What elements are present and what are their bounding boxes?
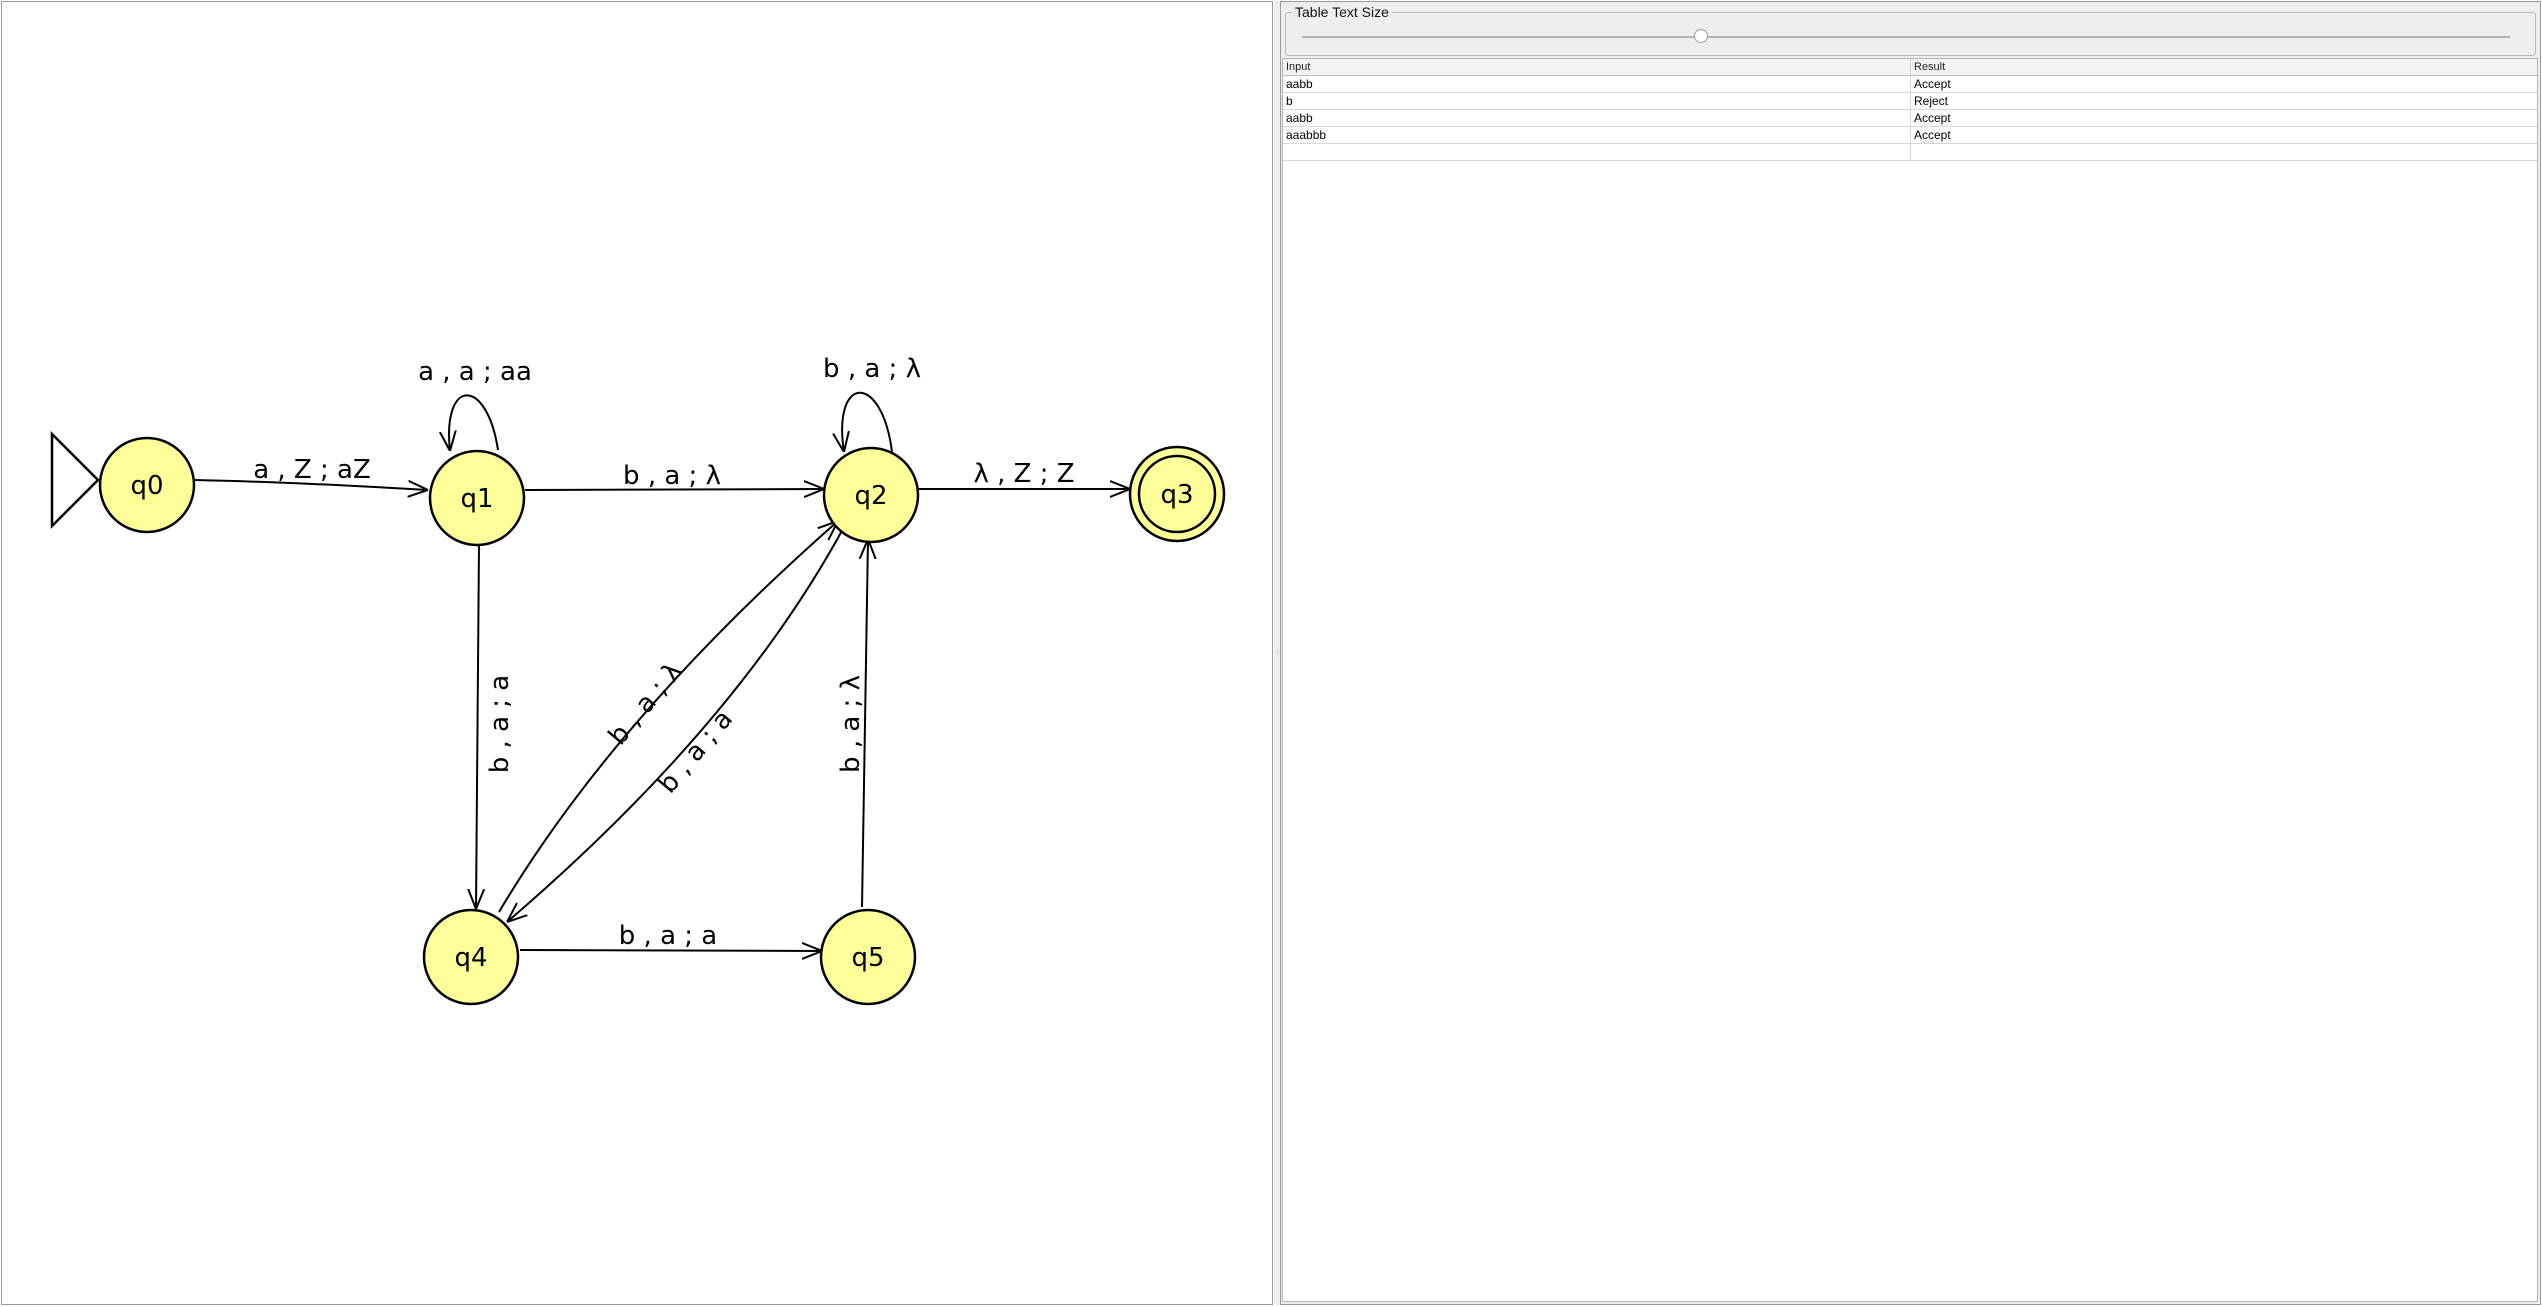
transition-q1-q2[interactable]	[524, 489, 824, 490]
transition-label-q0-q1: a , Z ; aZ	[253, 455, 371, 485]
table-row[interactable]: aaabbb Accept	[1283, 127, 2537, 144]
state-q4[interactable]: q4	[422, 908, 520, 1006]
result-cell: Accept	[1914, 111, 1951, 125]
input-cell[interactable]: aaabbb	[1283, 127, 1911, 143]
state-q3[interactable]: q3	[1128, 445, 1226, 543]
state-label-q3: q3	[1160, 480, 1193, 510]
result-cell: Reject	[1914, 94, 1949, 108]
transition-q1-q4[interactable]	[476, 544, 479, 909]
multiple-run-panel: Table Text Size Input Result aabb Accept…	[1280, 1, 2541, 1305]
table-header-row: Input Result	[1283, 59, 2537, 76]
state-label-q4: q4	[454, 943, 487, 973]
initial-state-marker	[50, 430, 100, 530]
table-row[interactable]: aabb Accept	[1283, 110, 2537, 127]
table-text-size-group: Table Text Size	[1285, 3, 2536, 56]
input-cell[interactable]: aabb	[1283, 76, 1911, 92]
state-label-q2: q2	[854, 481, 887, 511]
result-cell: Accept	[1914, 77, 1951, 91]
input-cell[interactable]: aabb	[1283, 110, 1911, 126]
input-cell[interactable]: b	[1283, 93, 1911, 109]
result-cell: Accept	[1914, 128, 1951, 142]
text-size-slider-track[interactable]	[1302, 36, 2510, 38]
result-cell	[1911, 144, 2537, 160]
split-pane-divider[interactable]: ⋮	[1274, 1, 1281, 1305]
final-state-ring	[1137, 454, 1217, 534]
input-cell[interactable]	[1283, 144, 1911, 160]
transition-q0-q1[interactable]	[193, 479, 428, 490]
run-results-table: Input Result aabb Accept b Reject aabb A…	[1282, 58, 2538, 1302]
column-header-input[interactable]: Input	[1283, 59, 1911, 75]
transition-q4-q5[interactable]	[519, 950, 822, 951]
automaton-diagram: a , Z ; aZ a , a ; aa b , a ; λ b , a ; …	[50, 354, 1226, 1006]
transition-label-q2-q2: b , a ; λ	[823, 354, 921, 384]
transition-q5-q2[interactable]	[862, 539, 868, 908]
transition-label-q1-q1: a , a ; aa	[418, 357, 532, 387]
transition-label-q1-q2: b , a ; λ	[623, 461, 721, 491]
transition-label-q4-q5: b , a ; a	[619, 921, 717, 951]
transition-q1-q1[interactable]	[449, 394, 499, 451]
transition-q2-q4[interactable]	[507, 526, 845, 922]
state-label-q1: q1	[460, 484, 493, 514]
transition-label-q2-q4: b , a ; a	[653, 705, 739, 800]
state-label-q0: q0	[130, 471, 163, 501]
table-row[interactable]	[1283, 144, 2537, 161]
column-header-result[interactable]: Result	[1914, 61, 1946, 73]
transition-q4-q2[interactable]	[498, 521, 838, 913]
state-label-q5: q5	[851, 943, 884, 973]
transition-label-q4-q2: b , a ; λ	[603, 657, 689, 751]
divider-grip-icon[interactable]: ⋮	[1275, 649, 1281, 655]
transition-q2-q2[interactable]	[842, 391, 893, 452]
text-size-slider-thumb[interactable]	[1693, 29, 1708, 43]
state-q1[interactable]: q1	[428, 449, 526, 547]
state-q2[interactable]: q2	[822, 446, 920, 544]
transition-label-q5-q2: b , a ; λ	[836, 675, 866, 773]
state-q0[interactable]: q0	[98, 436, 196, 534]
state-q5[interactable]: q5	[819, 908, 917, 1006]
table-row[interactable]: aabb Accept	[1283, 76, 2537, 93]
table-row[interactable]: b Reject	[1283, 93, 2537, 110]
table-text-size-title: Table Text Size	[1292, 3, 1392, 21]
automaton-canvas[interactable]: a , Z ; aZ a , a ; aa b , a ; λ b , a ; …	[1, 1, 1273, 1305]
transition-label-q1-q4: b , a ; a	[485, 675, 515, 773]
transition-label-q2-q3: λ , Z ; Z	[973, 459, 1074, 489]
